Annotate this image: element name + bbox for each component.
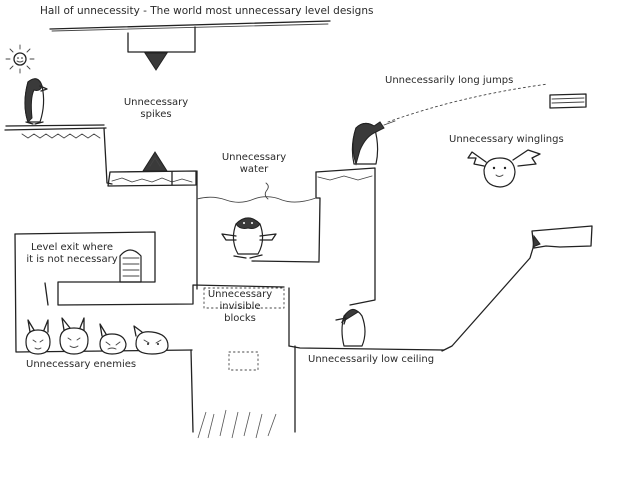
far-goal-platform — [549, 93, 587, 109]
spikes-label: Unnecessary spikes — [123, 97, 189, 120]
jump-penguin-icon — [351, 120, 396, 166]
start-ledge — [4, 124, 113, 185]
sun-icon — [5, 44, 35, 74]
enemy-group — [25, 317, 169, 355]
long-jumps-label: Unnecessarily long jumps — [385, 75, 514, 86]
enemies-label: Unnecessary enemies — [26, 359, 137, 370]
invisible-blocks-label: Unnecessary invisible blocks — [207, 289, 273, 324]
spike-icon — [142, 151, 168, 172]
low-ceiling-penguin-icon — [335, 308, 366, 347]
level-exit-label: Level exit where it is not necessary — [26, 242, 118, 265]
right-high-platform — [315, 167, 376, 306]
low-ceiling-label: Unnecessarily low ceiling — [308, 354, 435, 365]
top-ceiling — [49, 20, 331, 53]
winglings-label: Unnecessary winglings — [449, 134, 564, 145]
start-penguin-icon — [24, 78, 48, 125]
ceiling-spike-icon — [144, 52, 168, 71]
exit-room — [14, 231, 285, 433]
pit-spikes — [197, 409, 277, 439]
horned-enemy-icon — [99, 323, 127, 355]
swimming-penguin-icon — [221, 217, 277, 259]
bunny-enemy-icon — [59, 317, 89, 355]
right-ledge — [441, 225, 593, 352]
jump-trajectory — [387, 83, 549, 123]
door-icon — [119, 249, 142, 283]
low-ceiling-floor — [288, 287, 445, 433]
spike-platform — [107, 151, 197, 187]
water-label: Unnecessary water — [221, 152, 287, 175]
invisible-blocks — [203, 287, 285, 371]
water-room — [196, 170, 321, 290]
wingling-icon — [467, 149, 541, 188]
page-title: Hall of unnecessity - The world most unn… — [40, 5, 374, 17]
blob-enemy-icon — [133, 325, 169, 355]
bunny-enemy-icon — [25, 319, 51, 355]
